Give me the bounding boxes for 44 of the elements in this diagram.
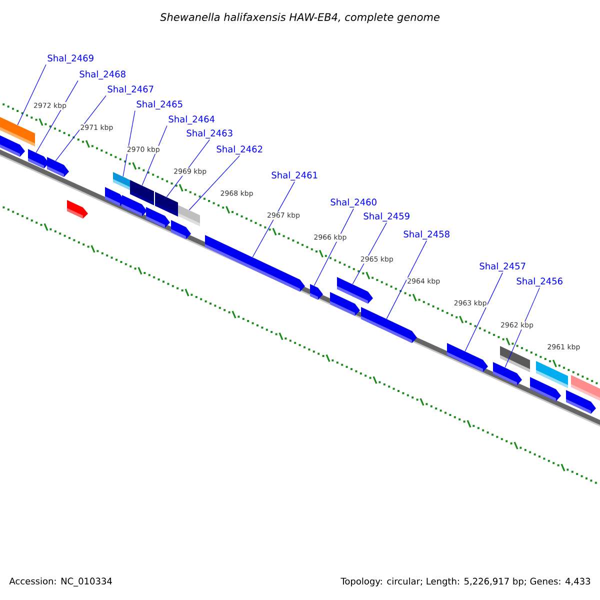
gene-bar <box>130 180 154 206</box>
gene-label: Shal_2457 <box>480 262 526 272</box>
leader-line <box>386 240 427 320</box>
gene-bar <box>0 117 35 146</box>
leader-line <box>252 181 295 258</box>
gene-bar <box>47 157 69 177</box>
leader-line <box>352 222 387 284</box>
leader-line <box>464 272 503 352</box>
gene-bar <box>337 277 373 304</box>
leader-line <box>188 155 240 210</box>
gene-bar <box>205 235 305 292</box>
gene-bar <box>361 307 417 343</box>
gene-label: Shal_2456 <box>516 278 562 286</box>
gene-bar <box>571 375 600 403</box>
gene-label: Shal_2467 <box>108 86 154 94</box>
gene-label: Shal_2460 <box>330 198 376 208</box>
gene-label: Shal_2465 <box>136 100 182 110</box>
gene-bar <box>67 200 88 218</box>
gene-label: Shal_2463 <box>186 130 232 138</box>
gene-label: Shal_2462 <box>216 146 262 154</box>
gene-bar <box>28 149 49 168</box>
title: Shewanella halifaxensis HAW-EB4, complete genome <box>160 12 440 24</box>
gene-label: Shal_2468 <box>80 70 126 80</box>
leader-line <box>122 110 136 177</box>
leader-line <box>36 80 78 153</box>
gene-bar <box>155 192 178 216</box>
leader-line <box>17 64 46 126</box>
gene-bar <box>310 284 323 300</box>
leader-line <box>504 287 540 368</box>
gene-label: Shal_2459 <box>364 212 410 222</box>
gene-label: Shal_2469 <box>48 54 94 64</box>
leader-line <box>55 95 106 162</box>
leader-line <box>314 208 354 286</box>
genome-info-text: Topology: circular; Length: 5,226,917 bp; Genes: 4,433 <box>340 578 590 586</box>
gene-label: Shal_2464 <box>168 116 215 124</box>
gene-label: Shal_2461 <box>272 172 318 180</box>
gene-bar <box>500 346 530 372</box>
gene-bar <box>171 220 191 240</box>
leader-line <box>166 139 210 198</box>
gene-bar <box>536 361 568 388</box>
gene-bar <box>447 343 488 372</box>
gene-bar <box>178 205 200 226</box>
accession-text: Accession: NC_010334 <box>9 578 112 586</box>
gene-label: Shal_2458 <box>404 230 450 240</box>
